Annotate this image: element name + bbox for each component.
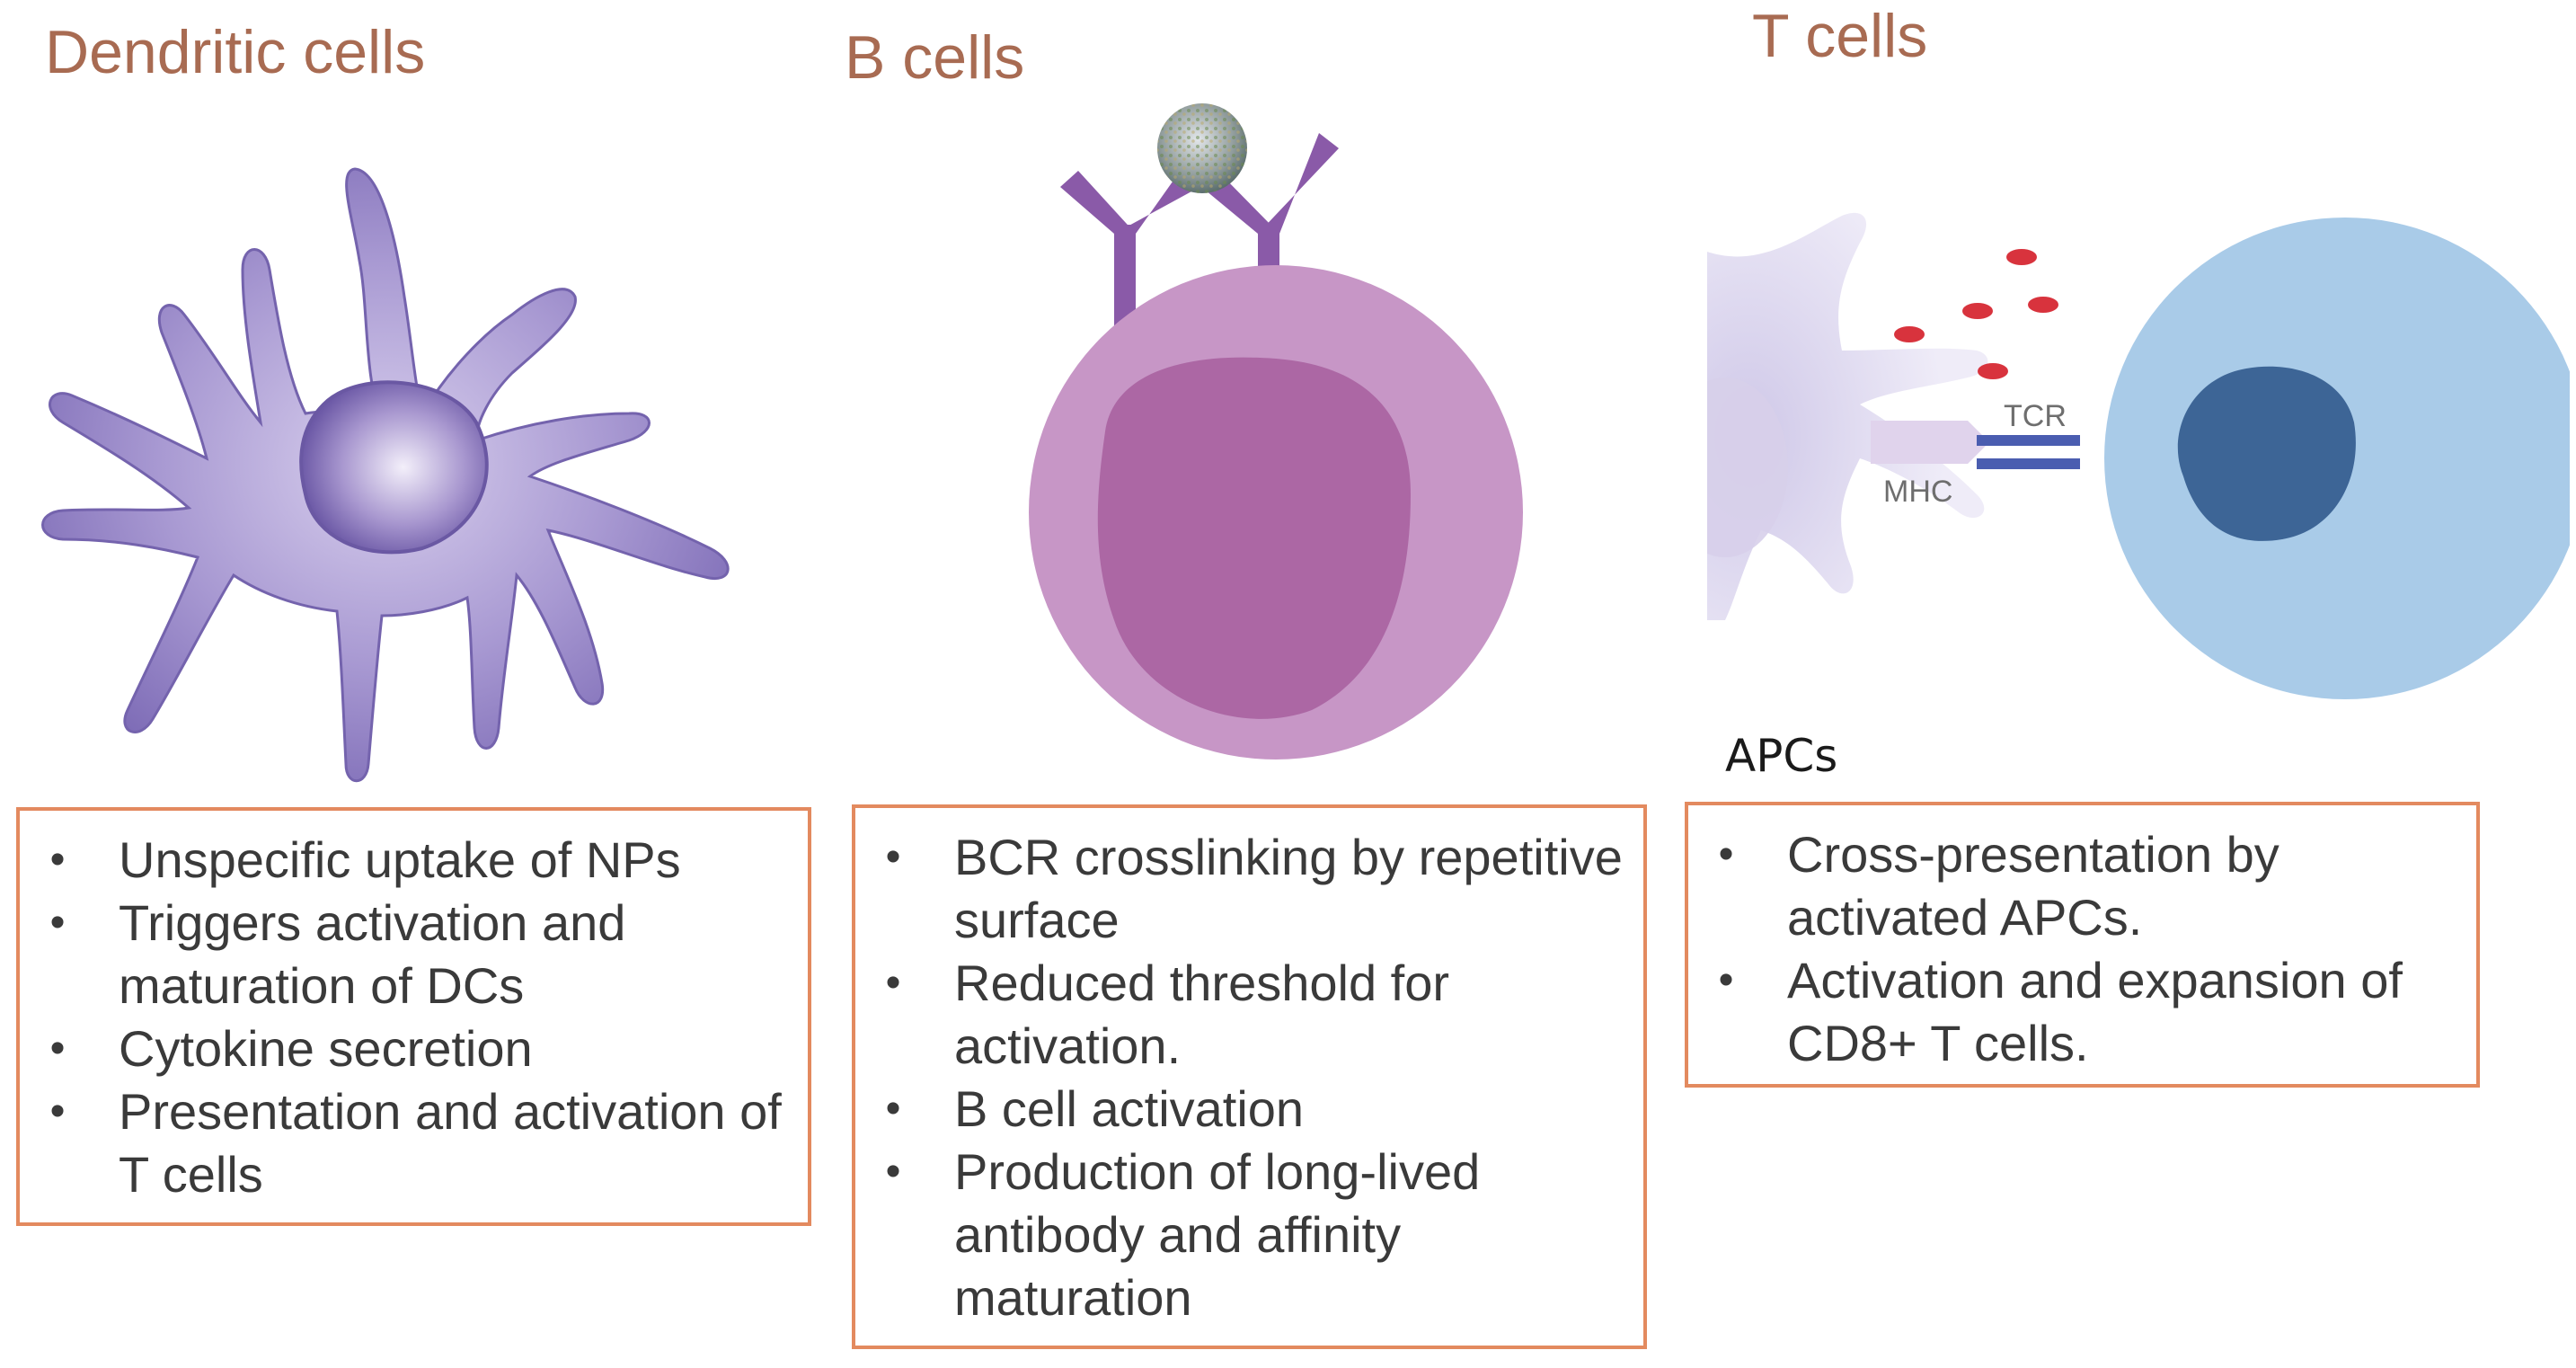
bullet-icon: • — [885, 1085, 901, 1133]
bullet-text: Cytokine secretion — [119, 1020, 533, 1077]
cytokine-dot — [2028, 297, 2058, 313]
list-item: • Presentation and activation of T cells — [20, 1080, 808, 1206]
bullet-icon: • — [49, 836, 66, 884]
bullet-icon: • — [49, 899, 66, 946]
dendritic-cell-nucleus — [299, 380, 489, 555]
apc-cell — [1707, 212, 1988, 621]
cytokine-dot — [2006, 249, 2037, 265]
bullet-text: Activation and expansion of CD8+ T cells… — [1787, 952, 2403, 1071]
list-item: • B cell activation — [855, 1078, 1643, 1141]
cytokine-dot — [1978, 363, 2008, 379]
list-item: • Cross-presentation by activated APCs. — [1688, 823, 2476, 949]
dendritic-cell-illustration — [41, 167, 730, 783]
t-cell-nucleus — [2177, 366, 2356, 541]
list-item: • Production of long-lived antibody and a… — [855, 1141, 1643, 1329]
cytokine-dots — [1894, 249, 2058, 379]
tcr-label: TCR — [2004, 399, 2067, 433]
bullet-text: Production of long-lived antibody and af… — [954, 1143, 1481, 1326]
t-cells-title: T cells — [1752, 2, 1928, 70]
bullet-icon: • — [1718, 831, 1734, 878]
apc-nucleus — [1707, 378, 1788, 557]
apcs-label: APCs — [1725, 730, 1838, 782]
bullet-text: Cross-presentation by activated APCs. — [1787, 826, 2279, 946]
list-item: • BCR crosslinking by repetitive surface — [855, 826, 1643, 952]
bullet-text: Triggers activation and maturation of DC… — [119, 894, 626, 1014]
mhc-label: MHC — [1883, 475, 1952, 509]
bullet-text: BCR crosslinking by repetitive surface — [954, 829, 1623, 948]
bullet-text: Reduced threshold for activation. — [954, 955, 1450, 1074]
mhc-molecule — [1871, 421, 1989, 464]
dendritic-bullets-box: • Unspecific uptake of NPs • Triggers acti… — [16, 807, 811, 1226]
b-cells-bullets-box: •BCR crosslinking by repetitive surface … — [852, 804, 1647, 1349]
bullet-icon: • — [885, 1148, 901, 1195]
list-item: • Triggers activation and maturation of D… — [20, 892, 808, 1017]
b-cell-nucleus — [1097, 357, 1411, 719]
cytokine-dot — [1894, 326, 1925, 342]
list-item: • Reduced threshold for activation. — [855, 952, 1643, 1078]
tcr-molecule — [1977, 435, 2080, 469]
b-cells-title: B cells — [845, 23, 1025, 92]
b-cell-illustration — [1029, 103, 1523, 760]
cytokine-dot — [1962, 303, 1993, 319]
bullet-icon: • — [885, 959, 901, 1007]
list-item: • Unspecific uptake of NPs — [20, 829, 808, 892]
bullet-text: Presentation and activation of T cells — [119, 1083, 782, 1203]
dendritic-cells-title: Dendritic cells — [45, 18, 426, 86]
bullet-icon: • — [1718, 956, 1734, 1004]
bullet-icon: • — [49, 1025, 66, 1072]
bullet-text: Unspecific uptake of NPs — [119, 831, 681, 888]
list-item: • Cytokine secretion — [20, 1017, 808, 1080]
list-item: • Activation and expansion of CD8+ T cell… — [1688, 949, 2476, 1075]
nanoparticle-icon — [1157, 103, 1247, 193]
t-cell-illustration: TCR MHC — [1707, 212, 2570, 699]
bullet-icon: • — [49, 1088, 66, 1135]
bullet-text: B cell activation — [954, 1080, 1305, 1137]
bullet-icon: • — [885, 833, 901, 881]
t-cells-bullets-box: • Cross-presentation by activated APCs. •… — [1685, 802, 2480, 1088]
